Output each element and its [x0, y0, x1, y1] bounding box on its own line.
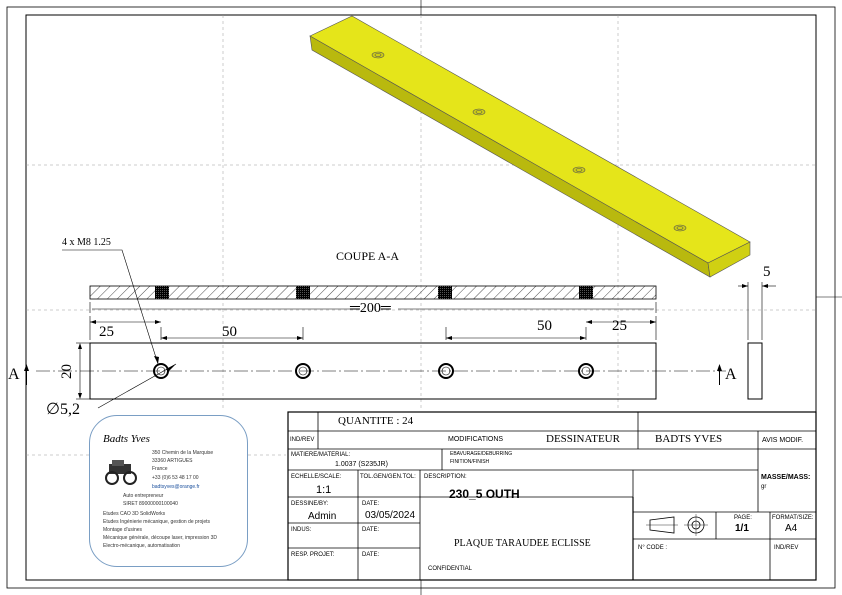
description-label: DESCRIPTION: [424, 474, 467, 480]
page-value: 1/1 [735, 523, 749, 534]
isometric-part-view [309, 15, 751, 278]
card-line12: Electro-mécanique, automatisation [103, 543, 180, 549]
ind-rev2: IND/REV [774, 545, 799, 551]
avis-modif: AVIS MODIF. [762, 437, 804, 444]
car-icon [105, 460, 137, 485]
business-card: Badts Yves 350 Chemin de la Marquise 333… [89, 415, 248, 567]
hole-callout: 4 x M8 1.25 [62, 237, 111, 248]
card-line10: Montage d'usines [103, 527, 143, 533]
card-line11: Mécanique générale, découpe laser, impre… [103, 535, 217, 541]
dessine-label: DESSINE/BY: [291, 501, 329, 507]
dim-left-25: 25 [99, 324, 114, 340]
page-label: PAGE: [734, 515, 752, 521]
confidential: CONFIDENTIAL [428, 566, 473, 572]
projection-symbol-icon [646, 514, 708, 536]
title-block-lines [287, 411, 817, 581]
section-title: COUPE A-A [336, 249, 400, 263]
date-label: DATE: [362, 501, 380, 507]
resp-label: RESP. PROJET: [291, 552, 335, 558]
echelle-value: 1:1 [316, 484, 332, 496]
drawing-title: PLAQUE TARAUDEE ECLISSE [454, 538, 591, 549]
card-line6: Auto entrepreneur [123, 493, 164, 499]
date-value: 03/05/2024 [365, 510, 416, 521]
description-value: 230_5 OUTH [449, 487, 520, 501]
format-label: FORMAT/SIZE: [772, 515, 814, 521]
date3-label: DATE: [362, 552, 380, 558]
ind-rev: IND/REV [290, 437, 315, 443]
indus-label: INDUS: [291, 527, 312, 533]
dim-spacing-lines [89, 316, 657, 340]
dim-total-lines [89, 302, 657, 313]
modifications: MODIFICATIONS [448, 436, 504, 443]
card-line2: 33360 ARTIGUES [152, 458, 193, 464]
section-view [89, 285, 657, 300]
dim-thickness: 5 [763, 264, 771, 280]
masse-unit: gr [761, 484, 767, 490]
card-name: Badts Yves [103, 433, 150, 445]
card-line7: SIRET 89000000100040 [123, 501, 178, 507]
date2-label: DATE: [362, 527, 380, 533]
quantite: QUANTITE : 24 [338, 415, 414, 427]
card-line5: badtsyves@orange.fr [152, 484, 200, 490]
matiere-label: MATIERE/MATERIAL: [291, 452, 351, 458]
dessine-value: Admin [308, 511, 337, 522]
section-mark-left: A [8, 366, 20, 383]
masse-label: MASSE/MASS: [761, 474, 811, 481]
card-line4: +33 (0)6 53 48 17 00 [152, 475, 199, 481]
side-view [738, 282, 776, 400]
ebavurage: EBAVURAGE/DEBURRING [450, 451, 513, 457]
tol-gen: TOL.GEN/GEN.TOL: [360, 474, 416, 480]
dim-right-25: 25 [612, 318, 627, 334]
format-value: A4 [785, 523, 798, 534]
dessinateur-label: DESSINATEUR [546, 433, 620, 445]
dim-diameter: ∅5,2 [46, 401, 80, 418]
echelle-label: ECHELLE/SCALE: [291, 474, 342, 480]
dim-right-50: 50 [537, 318, 552, 334]
card-line9: Etudes Ingénierie mécanique, gestion de … [103, 519, 211, 525]
n-code: N° CODE : [638, 545, 668, 551]
card-line8: Etudes CAO 3D SolidWorks [103, 511, 166, 517]
front-view [24, 342, 726, 400]
card-line1: 350 Chemin de la Marquise [152, 450, 214, 456]
card-line3: France [152, 466, 168, 472]
dessinateur-value: BADTS YVES [655, 433, 723, 445]
dim-total: ═200═ [350, 301, 391, 316]
dim-height: 20 [59, 364, 75, 379]
dim-left-50: 50 [222, 324, 237, 340]
finition: FINITION/FINISH [450, 459, 490, 465]
matiere-value: 1.0037 (S235JR) [335, 461, 388, 468]
section-mark-right: A [725, 366, 737, 383]
